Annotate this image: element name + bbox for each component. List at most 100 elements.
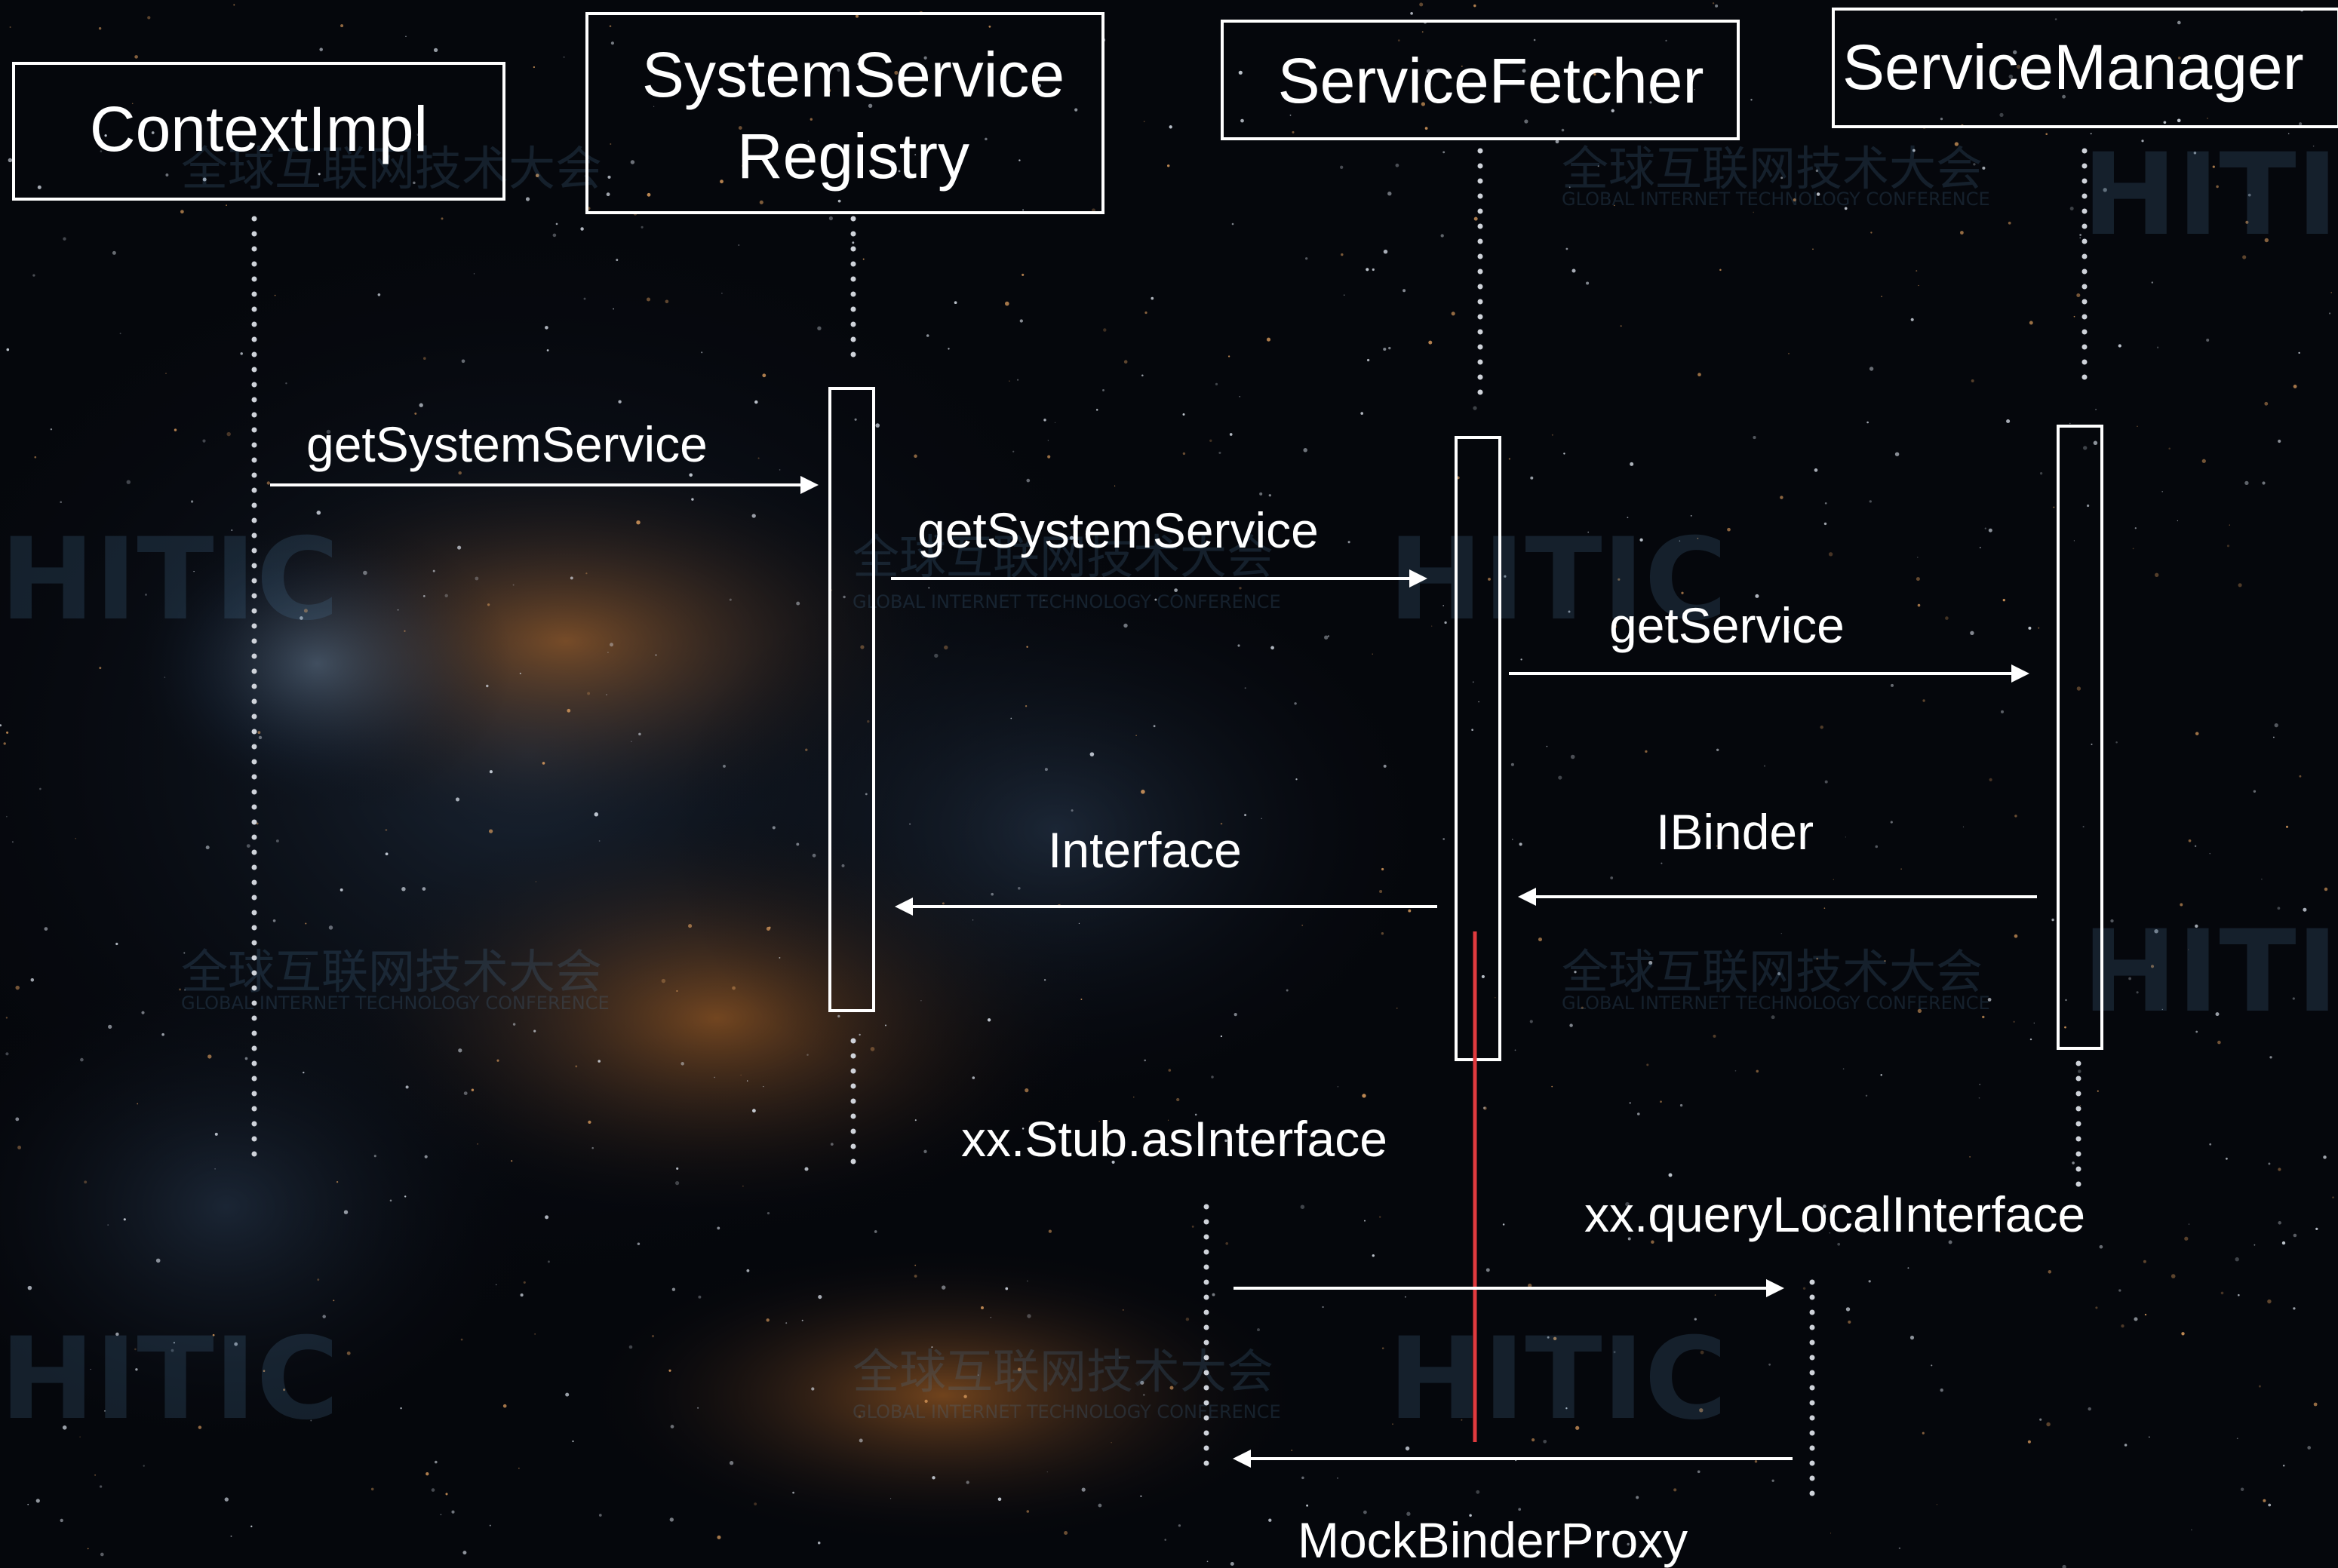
star [6, 815, 8, 818]
star [610, 643, 613, 647]
star [2048, 1270, 2052, 1274]
star [1989, 73, 1992, 75]
star [1917, 1008, 1922, 1014]
star [8, 158, 13, 163]
star [588, 1120, 591, 1125]
star [1816, 192, 1820, 196]
star [1575, 1425, 1580, 1430]
watermark-logo: HITIC [1388, 514, 1728, 646]
star [1017, 1367, 1022, 1372]
message-get-service: getService [1509, 597, 2029, 683]
star [545, 326, 548, 330]
star [2110, 919, 2114, 923]
star [806, 1054, 809, 1056]
star [1005, 1287, 1009, 1290]
star [1103, 328, 1107, 332]
star [1488, 577, 1491, 581]
star [2254, 1244, 2256, 1246]
star [202, 177, 207, 182]
star [671, 1287, 676, 1291]
star [489, 1524, 491, 1527]
star [1419, 2, 1424, 7]
star [1144, 1059, 1146, 1062]
star [5, 1052, 9, 1056]
star [1625, 1201, 1630, 1207]
star [772, 826, 776, 830]
star [2008, 74, 2014, 79]
star [817, 326, 822, 330]
activation-bar-servicemanager [2057, 425, 2103, 1050]
star [1900, 868, 1902, 870]
star [2154, 928, 2158, 934]
star [1383, 764, 1387, 768]
star [533, 66, 536, 69]
watermark-cn-text: 全球互联网技术大会 [181, 141, 602, 196]
star [1574, 971, 1577, 974]
star [1240, 118, 1244, 123]
star [145, 594, 147, 596]
star [2093, 440, 2098, 446]
star [2281, 1241, 2286, 1245]
star [1553, 1336, 1557, 1341]
star [732, 986, 736, 990]
star [15, 985, 20, 990]
star [854, 418, 857, 421]
star [1699, 1408, 1704, 1413]
star [1823, 907, 1826, 909]
star [1738, 1209, 1742, 1214]
watermark-en-text: GLOBAL INTERNET TECHNOLOGY CONFERENCE [853, 1401, 1281, 1422]
star [1025, 1088, 1029, 1093]
star [1182, 413, 1185, 416]
star [2253, 790, 2257, 793]
star [422, 887, 426, 891]
star [2298, 122, 2303, 126]
star [841, 864, 845, 867]
star [1473, 4, 1476, 8]
star [1568, 610, 1571, 613]
star [1257, 1328, 1260, 1332]
star [1140, 1495, 1142, 1497]
participant-systemservice-registry: SystemService Registry [585, 12, 1104, 214]
star [1551, 434, 1553, 436]
star [1869, 500, 1872, 503]
star [205, 845, 210, 850]
star [2014, 934, 2018, 938]
star [1613, 1351, 1616, 1354]
star [2082, 826, 2085, 828]
star [258, 735, 263, 740]
star [691, 498, 694, 501]
star [1522, 69, 1526, 73]
star [638, 732, 641, 736]
watermark-cn-text: 全球互联网技术大会 [853, 1344, 1273, 1399]
star [100, 1552, 104, 1557]
star [2268, 1162, 2271, 1165]
star [2293, 1233, 2297, 1238]
star [1428, 340, 1433, 345]
star [251, 143, 253, 145]
star [2264, 401, 2269, 406]
star [1629, 1102, 1631, 1104]
star [1715, 4, 1719, 8]
star [1379, 1216, 1381, 1218]
star [397, 609, 399, 611]
star [2332, 1196, 2334, 1198]
star [1169, 125, 1172, 129]
message-label: getService [1609, 597, 1845, 653]
star [424, 1155, 428, 1158]
star [717, 1535, 721, 1539]
star [1984, 527, 1986, 529]
star [1613, 204, 1615, 207]
star [257, 731, 261, 735]
star [1529, 1020, 1533, 1023]
star [868, 103, 873, 109]
star [1546, 745, 1548, 747]
star [766, 1318, 770, 1322]
message-label: getSystemService [306, 416, 708, 472]
star [1610, 876, 1614, 879]
star [363, 570, 367, 575]
star [738, 126, 742, 130]
star [1754, 1460, 1758, 1463]
star [607, 652, 609, 653]
star [1027, 1314, 1031, 1318]
